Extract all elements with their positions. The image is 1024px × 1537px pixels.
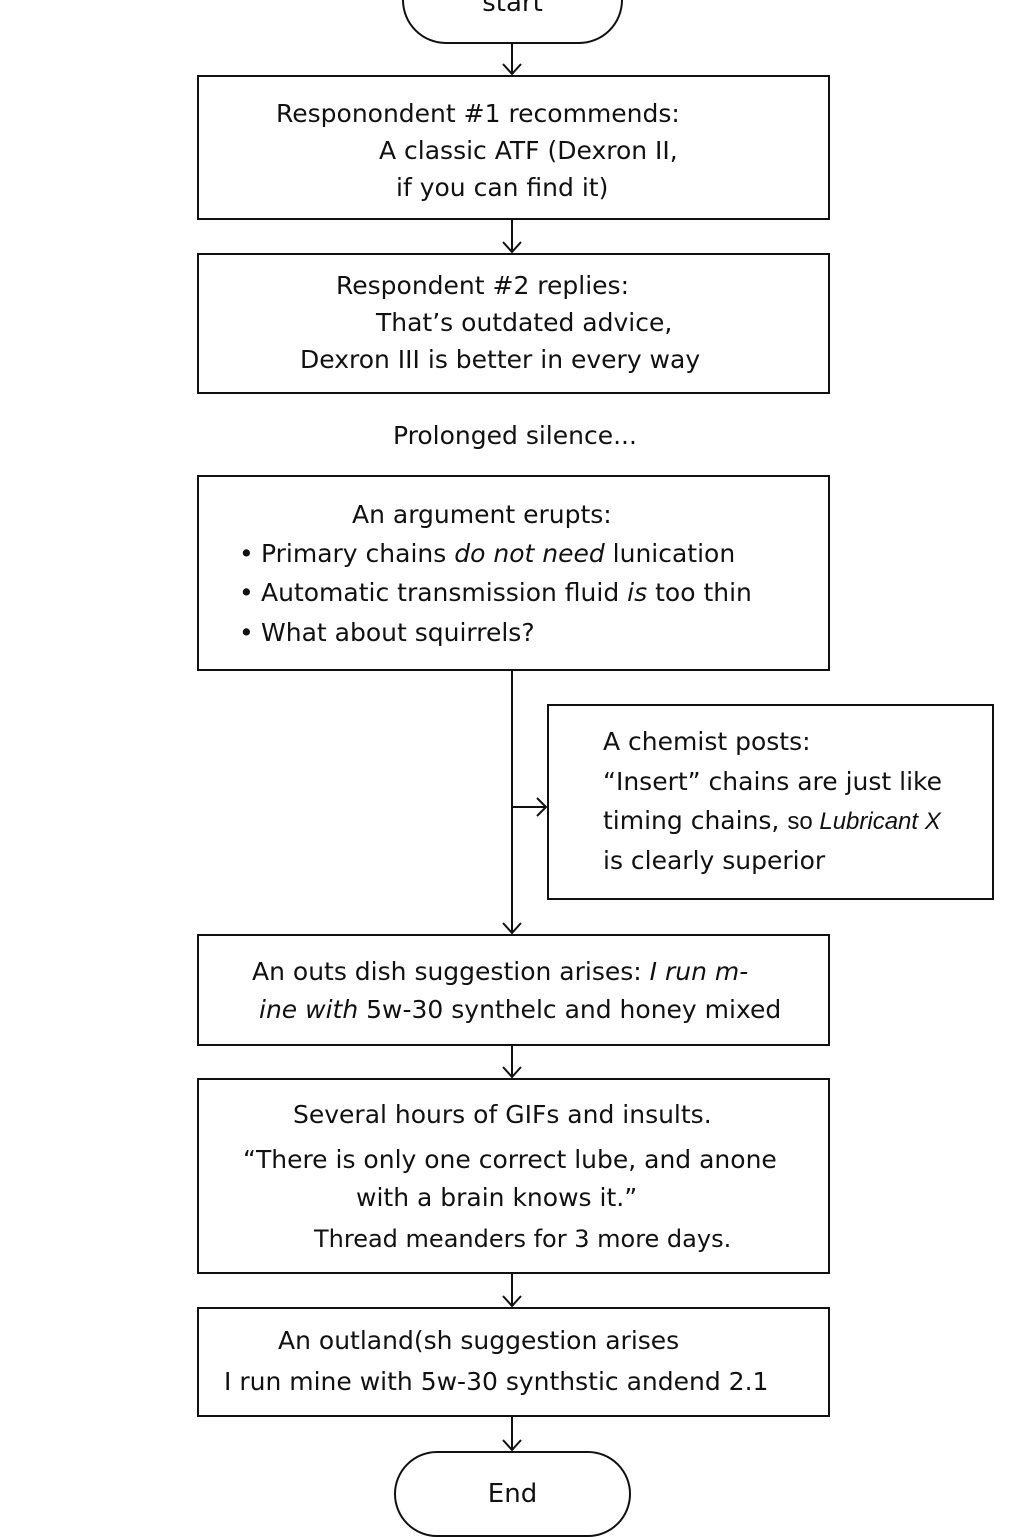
respondent-2-line3: Dexron III is better in every way — [300, 345, 701, 374]
respondent-1-box: Responondent #1 recommends: A classic AT… — [197, 75, 830, 220]
argument-bullet-2: • — [239, 578, 254, 607]
arrowhead-outsdish-to-hours — [502, 1066, 522, 1079]
argument-item-1-pre: Primary chains — [261, 539, 455, 568]
argument-item-3: What about squirrels? — [261, 618, 535, 647]
respondent-1-line2: A classic ATF (Dexron II, — [379, 136, 678, 165]
arrowhead-hours-to-outland — [502, 1295, 522, 1308]
arrowhead-step1-to-step2 — [502, 241, 522, 254]
outs-dish-box: An outs dish suggestion arises: I run m-… — [197, 934, 830, 1046]
outs-dish-line1-emphasis: I run m- — [649, 957, 749, 986]
prolonged-silence-text: Prolonged silence... — [393, 421, 637, 450]
argument-bullet-3: • — [239, 618, 254, 647]
end-terminator: End — [394, 1451, 631, 1537]
respondent-1-line3: if you can find it) — [396, 173, 609, 202]
arrowhead-outland-to-end — [502, 1439, 522, 1452]
gifs-insults-heading: Several hours of GIFs and insults. — [293, 1100, 712, 1129]
outlandish-line2: I run mine with 5w-30 synthstic andend 2… — [224, 1367, 769, 1396]
arrowhead-argument-to-outsdish — [502, 922, 522, 935]
chemist-line3: timing chains, so Lubricant X — [603, 806, 941, 837]
argument-item-1-post: lunication — [604, 539, 736, 568]
chemist-box: A chemist posts: “Insert” chains are jus… — [547, 704, 994, 900]
outs-dish-line1: An outs dish suggestion arises: I run m- — [252, 957, 748, 987]
outs-dish-line1-pre: An outs dish suggestion arises: — [252, 957, 650, 986]
start-terminator: start — [402, 0, 623, 44]
chemist-heading: A chemist posts: — [603, 727, 811, 756]
respondent-2-box: Respondent #2 replies: That’s outdated a… — [197, 253, 830, 394]
argument-item-2-post: too thin — [647, 578, 752, 607]
respondent-2-heading: Respondent #2 replies: — [336, 271, 630, 300]
thread-meanders-text: Thread meanders for 3 more days. — [314, 1225, 732, 1253]
argument-item-2-emphasis: is — [627, 578, 648, 607]
respondent-2-line2: That’s outdated advice, — [376, 308, 673, 337]
outs-dish-line2-emphasis: ine with — [259, 995, 359, 1024]
chemist-line3-pre: timing chains, — [603, 806, 788, 835]
outlandish-box: An outland(sh suggestion arises I run mi… — [197, 1307, 830, 1417]
outs-dish-line2: ine with 5w-30 synthelc and honey mixed — [259, 995, 781, 1025]
chemist-lubricant-x: Lubricant X — [819, 808, 941, 835]
chemist-line3-so: so — [787, 808, 820, 835]
chemist-line4: is clearly superior — [603, 846, 826, 875]
argument-item-2: Automatic transmission fluid is too thin — [261, 578, 752, 608]
chemist-line2: “Insert” chains are just like — [603, 767, 943, 796]
gifs-insults-quote-2: with a brain knows it.” — [356, 1183, 638, 1212]
start-label: start — [482, 0, 543, 18]
arrowhead-start-to-step1 — [502, 63, 522, 76]
gifs-insults-quote-1: “There is only one correct lube, and ano… — [243, 1145, 777, 1174]
arrowhead-to-chemist — [536, 797, 548, 817]
argument-item-1: Primary chains do not need lunication — [261, 539, 735, 569]
argument-heading: An argument erupts: — [352, 500, 612, 529]
end-label: End — [487, 1479, 538, 1509]
argument-item-2-pre: Automatic transmission fluid — [261, 578, 628, 607]
argument-bullet-1: • — [239, 539, 254, 568]
respondent-1-heading: Responondent #1 recommends: — [276, 99, 680, 128]
argument-box: An argument erupts: • Primary chains do … — [197, 475, 830, 671]
argument-item-1-emphasis: do not need — [454, 539, 605, 568]
outlandish-heading: An outland(sh suggestion arises — [278, 1326, 680, 1355]
gifs-insults-box: Several hours of GIFs and insults. “Ther… — [197, 1078, 830, 1274]
outs-dish-line2-post: 5w-30 synthelc and honey mixed — [358, 995, 782, 1024]
